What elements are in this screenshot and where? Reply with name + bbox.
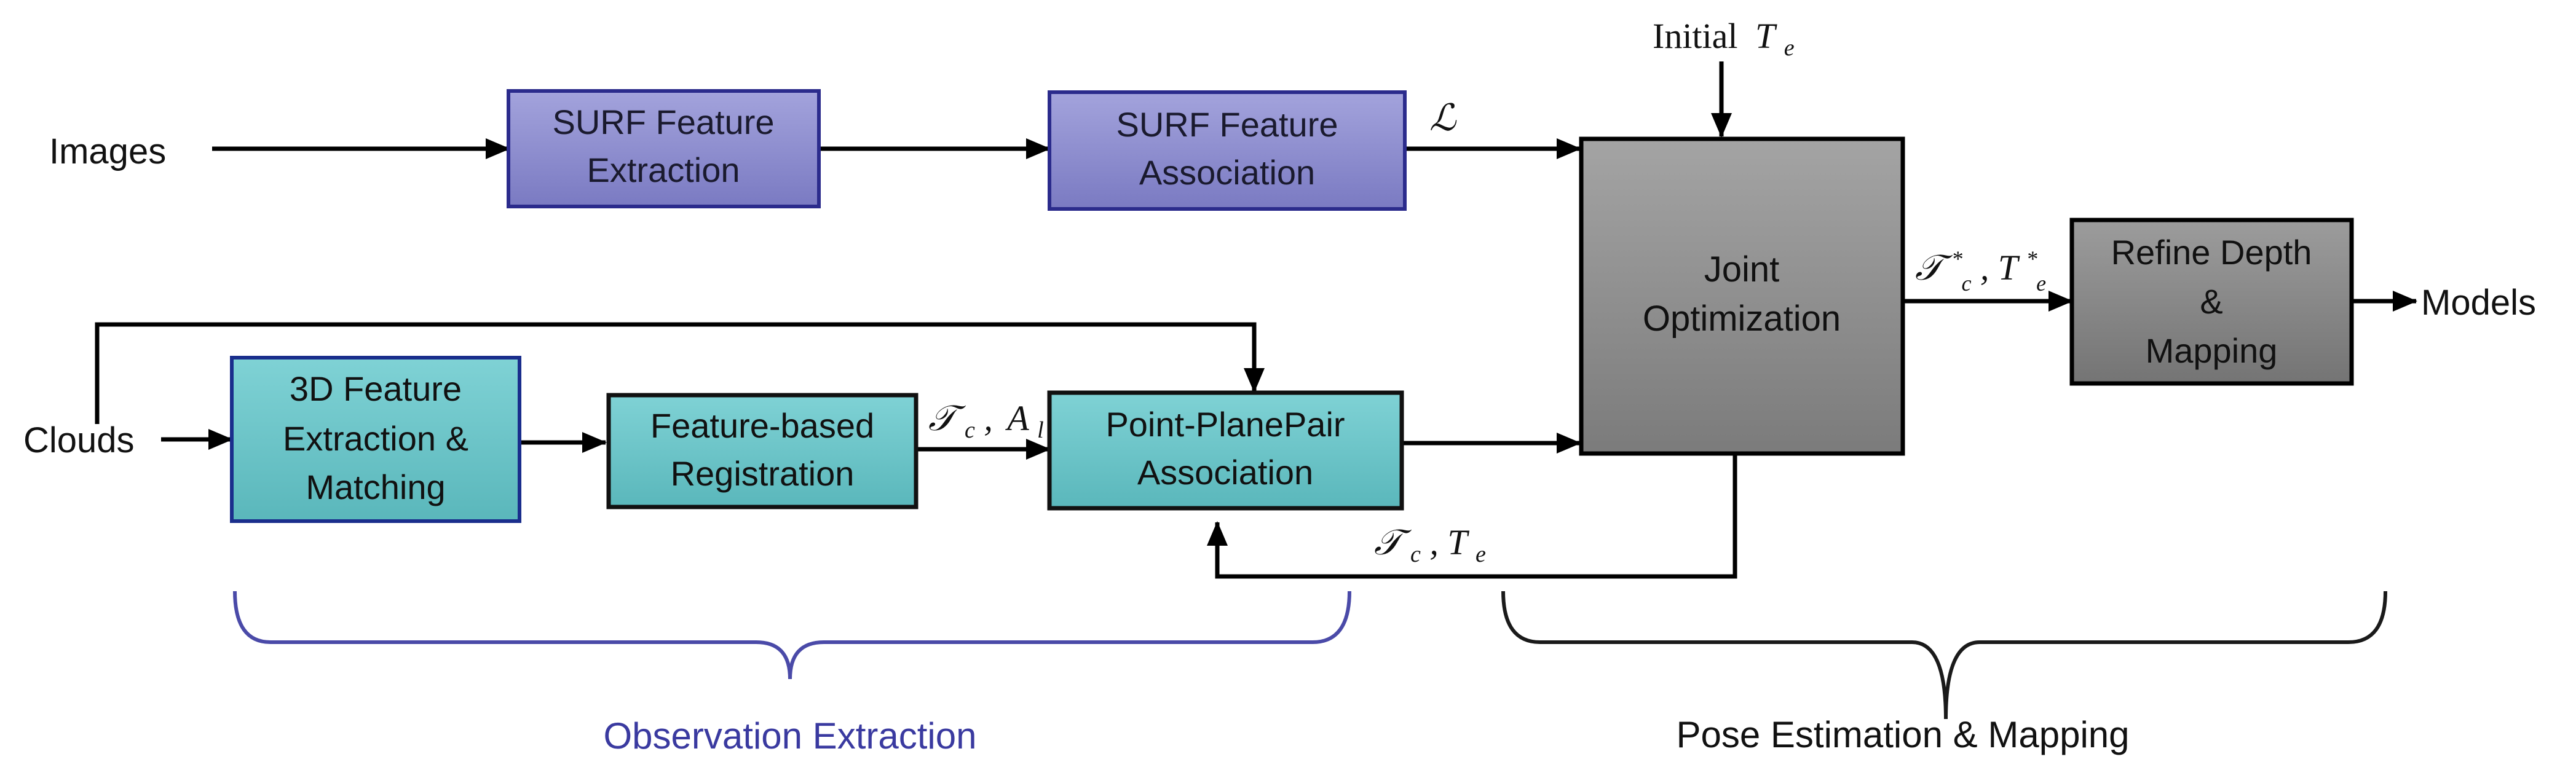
point-plane-line-1: Point-PlanePair (1105, 405, 1345, 444)
svg-text:SURF Feature: SURF Feature (1116, 105, 1338, 144)
box-feature-registration: Feature-based Registration (606, 393, 919, 509)
box-surf-association: SURF Feature Association (1048, 90, 1407, 211)
surf-extraction-line-1: SURF Feature (553, 103, 775, 141)
svg-text:Joint: Joint (1704, 250, 1780, 289)
feature-registration-line-2: Registration (671, 454, 855, 493)
refine-depth-line-1: Refine Depth (2111, 233, 2312, 272)
opt-out-t-symbol: T (1998, 248, 2020, 288)
3d-feature-line-1: 3D Feature (290, 369, 462, 408)
tc-al-symbol: 𝒯 (928, 398, 966, 438)
tc-te-separator: , (1429, 522, 1439, 562)
edge-label-tc-te: 𝒯 c , T e (1374, 522, 1486, 570)
group-pose-estimation-label: Pose Estimation & Mapping (1676, 714, 2129, 755)
feature-registration-line-1: Feature-based (650, 406, 874, 445)
svg-text:Optimization: Optimization (1643, 299, 1841, 339)
surf-association-line-1: SURF Feature (1116, 105, 1338, 144)
connectors (95, 61, 2417, 579)
tc-te-t-symbol: T (1447, 522, 1469, 562)
tc-te-symbol: 𝒯 (1374, 522, 1412, 562)
point-plane-line-2: Association (1137, 453, 1313, 492)
brace-observation-extraction (233, 591, 1351, 680)
svg-text:&: & (2200, 282, 2222, 321)
svg-text:Point-PlanePair: Point-PlanePair (1105, 405, 1345, 444)
box-surf-extraction: SURF Feature Extraction (507, 89, 821, 208)
brace-pose-estimation (1501, 591, 2387, 720)
box-refine-depth: Refine Depth & Mapping (2069, 218, 2354, 386)
initial-te-subscript: e (1784, 35, 1795, 61)
arrow-clouds-to-point-plane (95, 322, 1265, 424)
svg-text:Matching: Matching (306, 468, 445, 506)
group-observation-extraction-label: Observation Extraction (604, 715, 977, 756)
initial-te-word: Initial (1653, 16, 1738, 56)
svg-text:Registration: Registration (671, 454, 855, 493)
refine-depth-line-3: Mapping (2146, 331, 2278, 370)
refine-depth-line-2: & (2200, 282, 2222, 321)
arrow-joint-feedback-to-point-plane (1207, 454, 1737, 579)
box-3d-feature: 3D Feature Extraction & Matching (230, 356, 521, 523)
3d-feature-line-3: Matching (306, 468, 445, 506)
svg-text:SURF Feature: SURF Feature (553, 103, 775, 141)
initial-te-label: Initial T e (1653, 16, 1795, 61)
svg-text:Association: Association (1139, 153, 1315, 192)
output-models-label: Models (2421, 283, 2536, 323)
tc-al-subscript: c (965, 417, 975, 443)
initial-te-symbol: T (1755, 16, 1777, 56)
svg-text:Extraction: Extraction (587, 151, 740, 189)
surf-association-line-2: Association (1139, 153, 1315, 192)
svg-text:Association: Association (1137, 453, 1313, 492)
tc-al-a-subscript: l (1037, 417, 1044, 443)
edge-label-tc-al: 𝒯 c , A l (928, 398, 1044, 446)
svg-text:3D Feature: 3D Feature (290, 369, 462, 408)
svg-text:Extraction &: Extraction & (283, 419, 468, 458)
input-images-label: Images (49, 132, 166, 171)
surf-extraction-line-2: Extraction (587, 151, 740, 189)
tc-te-t-subscript: e (1476, 541, 1486, 567)
opt-out-superscript: * (1951, 246, 1962, 271)
opt-out-t-subscript: e (2036, 271, 2046, 296)
svg-text:Refine Depth: Refine Depth (2111, 233, 2312, 272)
svg-text:Mapping: Mapping (2146, 331, 2278, 370)
tc-al-separator: , (984, 398, 993, 438)
joint-optimization-line-2: Optimization (1643, 299, 1841, 339)
opt-out-t-superscript: * (2026, 246, 2037, 271)
input-clouds-label: Clouds (23, 420, 135, 460)
box-joint-optimization: Joint Optimization (1579, 136, 1905, 456)
box-point-plane: Point-PlanePair Association (1047, 390, 1404, 511)
opt-out-symbol: 𝒯 (1915, 248, 1953, 288)
edge-label-opt-out: 𝒯 * c , T * e (1915, 234, 2046, 299)
3d-feature-line-2: Extraction & (283, 419, 468, 458)
opt-out-separator: , (1980, 248, 1989, 288)
svg-text:Feature-based: Feature-based (650, 406, 874, 445)
joint-optimization-line-1: Joint (1704, 250, 1780, 289)
edge-label-landmarks: ℒ (1429, 98, 1457, 138)
opt-out-subscript: c (1961, 271, 1971, 296)
tc-te-subscript: c (1410, 541, 1421, 567)
tc-al-a-symbol: A (1005, 398, 1029, 438)
